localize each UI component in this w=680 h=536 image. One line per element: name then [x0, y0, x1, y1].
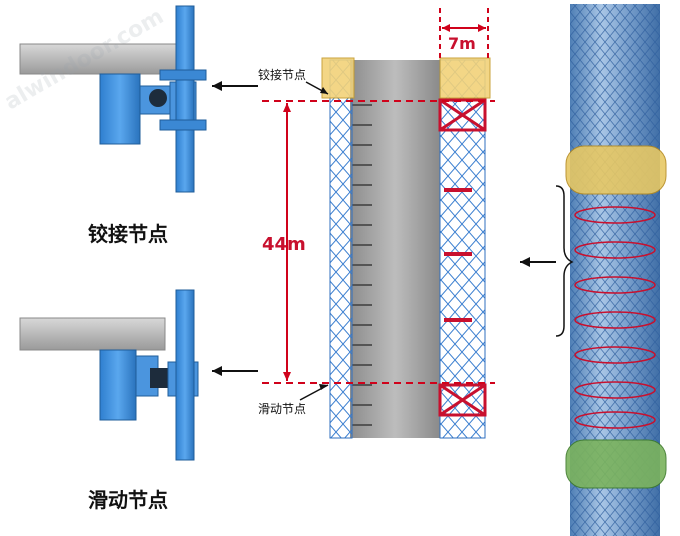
top-platform-right — [439, 57, 491, 99]
concrete-slab-top — [19, 43, 181, 75]
right-frame — [439, 59, 486, 439]
top-platform-left — [321, 57, 355, 99]
sliding-node-callout: 滑动节点 — [258, 402, 307, 416]
sliding-node-title: 滑动节点 — [88, 488, 168, 512]
hinged-node-title: 铰接节点 — [88, 222, 168, 246]
core-wall — [350, 60, 440, 438]
tower-bottom-platform — [565, 439, 667, 489]
height-dimension-label: 44m — [262, 234, 306, 255]
embedded-bracket-bottom — [99, 349, 137, 421]
vertical-column-top — [175, 5, 195, 193]
concrete-slab-bottom — [19, 317, 166, 351]
sliding-roller — [150, 368, 168, 388]
hinge-pin — [149, 89, 167, 107]
width-dimension-label: 7m — [448, 34, 476, 53]
hinged-joint-detail — [19, 5, 258, 193]
sliding-joint-detail — [19, 289, 258, 461]
tower-bracket — [555, 185, 574, 337]
vertical-column-bottom — [175, 289, 195, 461]
elevation-view — [262, 8, 495, 439]
tower-3d-view — [520, 4, 667, 536]
hinged-node-callout: 铰接节点 — [258, 68, 307, 82]
embedded-bracket-top — [99, 73, 141, 145]
left-frame — [329, 59, 353, 439]
tower-top-platform — [565, 145, 667, 195]
